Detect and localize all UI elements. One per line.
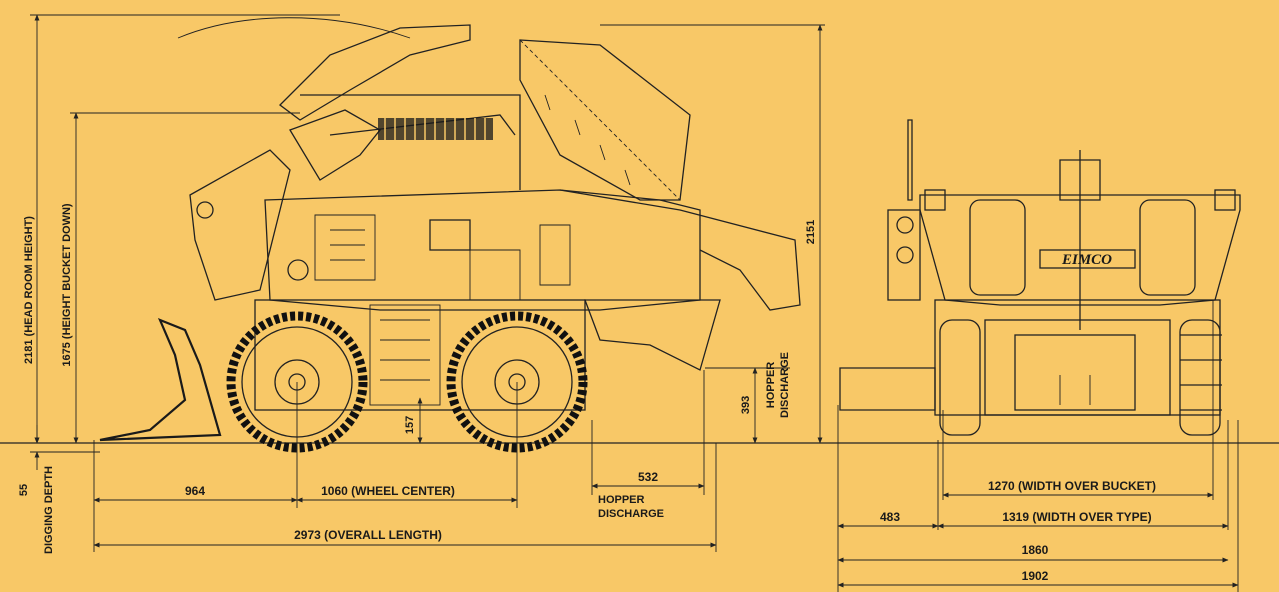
brand-plate: EIMCO	[1039, 249, 1136, 269]
dim-head-room-height: 2181 (HEAD ROOM HEIGHT)	[23, 216, 35, 364]
dim-overall-length: 2973 (OVERALL LENGTH)	[294, 528, 442, 542]
side-view-loader	[99, 17, 801, 453]
dim-width-1902: 1902	[1022, 569, 1049, 583]
dim-width-over-tyre: 1319 (WIDTH OVER TYPE)	[1002, 510, 1151, 524]
dim-ground-clearance: 157	[404, 416, 416, 434]
dim-front-overhang: 964	[185, 484, 205, 498]
label-hopper-discharge-h1: HOPPER	[765, 362, 777, 409]
dim-raised-height: 2151	[805, 220, 817, 244]
label-hopper-discharge-r2: DISCHARGE	[598, 508, 664, 520]
dim-hopper-discharge-height: 393	[740, 396, 752, 414]
dim-wheel-center: 1060 (WHEEL CENTER)	[321, 484, 455, 498]
dim-hopper-discharge-reach: 532	[638, 470, 658, 484]
brand-plate-text: EIMCO	[1061, 252, 1112, 268]
grille	[378, 118, 493, 140]
dim-digging-depth-value: 55	[18, 484, 30, 496]
dim-width-1860: 1860	[1022, 543, 1049, 557]
front-view-loader: EIMCO	[839, 119, 1241, 436]
dim-offset: 483	[880, 510, 900, 524]
dim-width-over-bucket: 1270 (WIDTH OVER BUCKET)	[988, 479, 1156, 493]
label-hopper-discharge-h2: DISCHARGE	[779, 352, 791, 418]
label-hopper-discharge-r1: HOPPER	[598, 494, 645, 506]
dim-digging-depth-label: DIGGING DEPTH	[43, 466, 55, 554]
dim-height-bucket-down: 1675 (HEIGHT BUCKET DOWN)	[61, 203, 73, 367]
